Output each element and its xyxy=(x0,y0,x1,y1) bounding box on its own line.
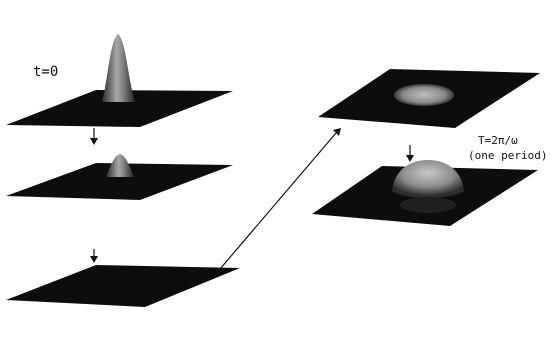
panel-t1 xyxy=(6,154,233,200)
period-note-label: (one period) xyxy=(468,149,547,162)
panel-t0 xyxy=(6,34,233,127)
period-label: T=2π/ω xyxy=(478,134,518,147)
dome-shadow xyxy=(400,197,456,213)
panel-t2 xyxy=(6,265,240,307)
disc-peak xyxy=(394,84,454,106)
panel-T xyxy=(312,160,538,226)
arrow-down-3 xyxy=(406,145,414,162)
arrow-diagonal xyxy=(214,128,341,276)
time-zero-label: t=0 xyxy=(33,64,58,80)
arrow-down-2 xyxy=(90,249,98,263)
surface-plane xyxy=(6,265,240,307)
tall-peak xyxy=(102,34,135,102)
arrow-down-1 xyxy=(90,128,98,145)
dome-peak xyxy=(392,160,464,198)
panel-t3 xyxy=(318,69,540,128)
